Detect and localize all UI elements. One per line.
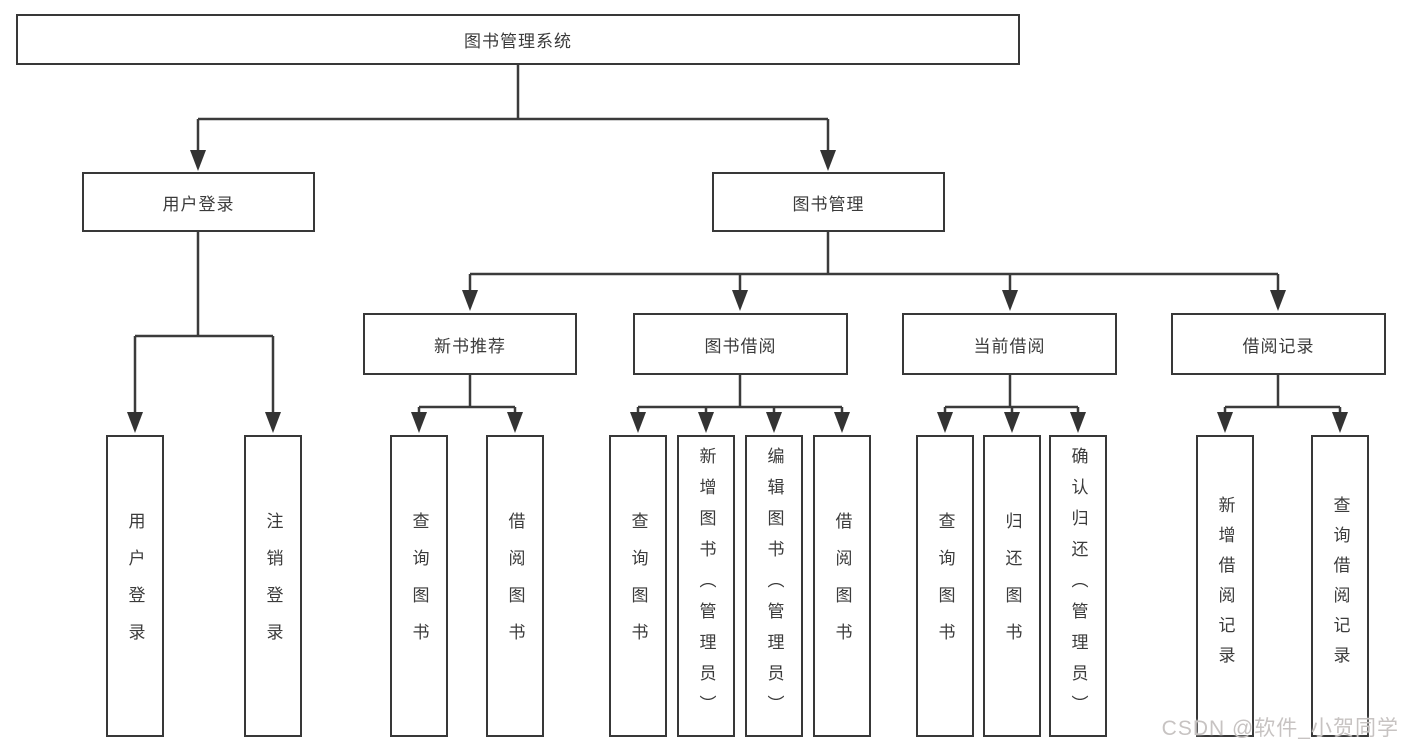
leaf-query-borrow-record: 查询借阅记录 — [1311, 435, 1369, 737]
leaf-user-login: 用户登录 — [106, 435, 164, 737]
leaf-label: 借阅图书 — [505, 512, 525, 660]
leaf-query-books-current: 查询图书 — [916, 435, 974, 737]
connector-root-to-level2 — [196, 65, 830, 152]
arrow-down-icons-level2 — [190, 150, 836, 171]
node-book-management: 图书管理 — [712, 172, 945, 232]
node-label: 图书管理系统 — [464, 32, 572, 51]
arrow-down-icons-user-login — [127, 412, 281, 433]
connector-book-borrow-children — [636, 375, 844, 414]
leaf-query-books-recommend: 查询图书 — [390, 435, 448, 737]
leaf-label: 新增图书（管理员） — [696, 446, 716, 726]
leaf-query-books-borrow: 查询图书 — [609, 435, 667, 737]
arrow-down-icons-level3 — [462, 290, 1286, 311]
node-label: 用户登录 — [162, 194, 235, 214]
node-label: 图书借阅 — [704, 336, 777, 356]
leaf-label: 查询图书 — [409, 512, 429, 660]
node-new-book-recommend: 新书推荐 — [363, 313, 577, 375]
leaf-return-books: 归还图书 — [983, 435, 1041, 737]
leaf-label: 归还图书 — [1002, 512, 1022, 660]
connector-new-book-children — [417, 375, 517, 414]
leaf-label: 新增借阅记录 — [1215, 496, 1235, 676]
node-label: 借阅记录 — [1242, 336, 1315, 356]
node-user-login: 用户登录 — [82, 172, 315, 232]
node-label: 当前借阅 — [973, 336, 1046, 356]
leaf-add-borrow-record: 新增借阅记录 — [1196, 435, 1254, 737]
leaf-label: 查询图书 — [935, 512, 955, 660]
connector-current-borrow-children — [943, 375, 1080, 414]
connector-borrow-record-children — [1223, 375, 1342, 414]
leaf-label: 查询借阅记录 — [1330, 496, 1350, 676]
leaf-borrow-books-recommend: 借阅图书 — [486, 435, 544, 737]
node-label: 图书管理 — [792, 194, 865, 214]
leaf-add-book-admin: 新增图书（管理员） — [677, 435, 735, 737]
leaf-edit-book-admin: 编辑图书（管理员） — [745, 435, 803, 737]
connector-book-mgmt-to-level3 — [468, 232, 1280, 292]
arrow-down-icons-leaves — [411, 412, 1348, 433]
leaf-label: 编辑图书（管理员） — [764, 446, 784, 726]
leaf-borrow-books: 借阅图书 — [813, 435, 871, 737]
node-label: 新书推荐 — [434, 336, 506, 356]
node-borrowing-records: 借阅记录 — [1171, 313, 1386, 375]
leaf-label: 借阅图书 — [832, 512, 852, 660]
node-current-borrowing: 当前借阅 — [902, 313, 1117, 375]
leaf-confirm-return-admin: 确认归还（管理员） — [1049, 435, 1107, 737]
leaf-label: 用户登录 — [125, 512, 145, 660]
node-book-borrowing: 图书借阅 — [633, 313, 848, 375]
leaf-label: 注销登录 — [263, 512, 283, 660]
watermark: CSDN @软件_小贺同学 — [1161, 717, 1399, 740]
connector-user-login-children — [133, 232, 275, 414]
leaf-label: 查询图书 — [628, 512, 648, 660]
leaf-label: 确认归还（管理员） — [1068, 446, 1088, 726]
leaf-logout: 注销登录 — [244, 435, 302, 737]
node-library-system-root: 图书管理系统 — [16, 14, 1020, 65]
